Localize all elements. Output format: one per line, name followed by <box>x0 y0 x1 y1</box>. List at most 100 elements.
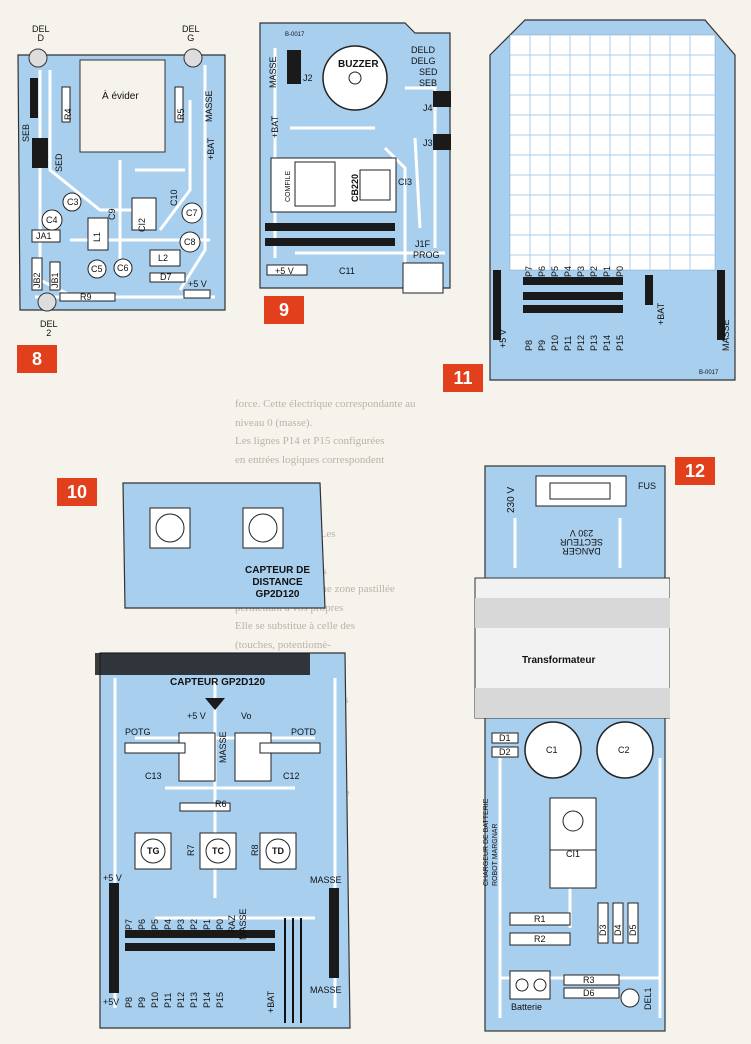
label-ci1: CI1 <box>566 849 581 859</box>
port-bottom-4: P12 <box>576 334 586 351</box>
port-bottom-3: P11 <box>563 335 573 351</box>
label-d6: D6 <box>583 988 595 998</box>
label-td: TD <box>272 846 284 856</box>
port-top-7: P0 <box>215 918 225 930</box>
port-bottom-1: P9 <box>137 996 147 1008</box>
label-r1: R1 <box>534 914 546 924</box>
label-masse: MASSE <box>218 731 228 763</box>
label-r9: R9 <box>80 292 92 302</box>
port-top-3: P4 <box>563 265 573 277</box>
label-masse-right: MASSE <box>310 875 342 885</box>
port-top-1: P6 <box>537 265 547 277</box>
port-top-5: P2 <box>189 918 199 930</box>
figure-10-pcb <box>95 482 351 1029</box>
label-seb: SEB <box>21 123 31 142</box>
figure-8-badge: 8 <box>17 345 57 373</box>
figure-10-badge: 10 <box>57 478 97 506</box>
figure-12-pcb <box>474 465 670 1032</box>
label-c7: C7 <box>186 208 198 218</box>
label-tg: TG <box>147 846 160 856</box>
label-d2: D2 <box>499 747 511 757</box>
label-del2: DEL 2 <box>40 319 58 338</box>
ghost-line: Les lignes P14 et P15 configurées <box>235 435 385 447</box>
figure-12-badge: 12 <box>675 457 715 485</box>
label-ci2: CI2 <box>137 217 147 232</box>
label-d4: D4 <box>613 924 623 936</box>
figure-11-pcb <box>489 19 736 381</box>
label-comfile: COMFILE <box>285 170 292 202</box>
port-top-0: P7 <box>124 918 134 930</box>
label-potd: POTD <box>291 727 317 737</box>
figure-9-panel: B-0017 MASSE J2 BUZZER DELD DELG SED SEB… <box>255 18 455 298</box>
port-bottom-7: P15 <box>215 991 225 1008</box>
ghost-line: (touches, potentiomè- <box>235 638 331 651</box>
label-jb2: JB2 <box>32 272 42 288</box>
port-top-2: P5 <box>550 265 560 277</box>
label-j1f: J1F <box>415 239 431 249</box>
port-bottom-2: P10 <box>550 334 560 351</box>
label-plus5v-left: +5 V <box>103 873 122 883</box>
label-bat: +BAT <box>266 990 276 1013</box>
label-raz: RAZ <box>227 915 237 933</box>
label-d5: D5 <box>628 924 638 936</box>
port-bottom-1: P9 <box>537 339 547 351</box>
label-c13: C13 <box>145 771 162 781</box>
label-del1: DEL1 <box>643 987 653 1010</box>
port-top-6: P1 <box>602 265 612 277</box>
label-l1: L1 <box>92 231 102 242</box>
port-bottom-2: P10 <box>150 991 160 1008</box>
label-cb220: CB220 <box>350 173 360 202</box>
label-l2: L2 <box>158 253 169 263</box>
label-j2: J2 <box>303 73 313 83</box>
figure-11-panel: +5 V MASSE +BAT B-0017 P7 P6 P5 P4 P3 P2… <box>485 15 743 385</box>
label-plus5v: +5 V <box>275 266 294 276</box>
label-c8: C8 <box>184 237 196 247</box>
figure-8-pcb <box>17 48 226 312</box>
label-potg: POTG <box>125 727 151 737</box>
figure-11-badge: 11 <box>443 364 483 392</box>
label-d1: D1 <box>499 733 511 743</box>
port-top-4: P3 <box>576 265 586 277</box>
label-seb: SEB <box>419 78 438 88</box>
label-code: B-0017 <box>699 370 719 376</box>
label-masse2: MASSE <box>238 908 248 940</box>
label-c9: C9 <box>107 208 117 220</box>
label-chargeur: CHARGEUR DE BATTERIE ROBOT MARGNAR <box>483 798 499 886</box>
label-bat: +BAT <box>270 115 280 138</box>
label-d7: D7 <box>160 272 172 282</box>
port-bottom-5: P13 <box>589 334 599 351</box>
label-danger: DANGER SECTEUR 230 V <box>560 528 604 556</box>
port-top-2: P5 <box>150 918 160 930</box>
label-r6: R6 <box>215 799 227 809</box>
label-c1: C1 <box>546 745 558 755</box>
label-r2: R2 <box>534 934 546 944</box>
port-top-5: P2 <box>589 265 599 277</box>
label-r5: R5 <box>176 108 186 120</box>
label-sed: SED <box>54 153 64 172</box>
label-c4: C4 <box>46 215 58 225</box>
label-vo: Vo <box>241 711 252 721</box>
label-fus: FUS <box>638 481 656 491</box>
label-sed: SED <box>419 67 438 77</box>
label-batterie: Batterie <box>511 1002 543 1012</box>
label-j4: J4 <box>423 103 433 113</box>
label-c2: C2 <box>618 745 630 755</box>
port-top-1: P6 <box>137 918 147 930</box>
label-capteur: CAPTEUR GP2D120 <box>170 677 266 688</box>
label-c11: C11 <box>339 266 355 276</box>
port-bottom-0: P8 <box>124 996 134 1008</box>
label-r4: R4 <box>63 108 73 120</box>
figure-10-panel: CAPTEUR DE DISTANCE GP2D120 CAPTEUR GP2D… <box>95 478 365 1038</box>
label-plus5v: +5 V <box>188 279 207 289</box>
label-d3: D3 <box>598 924 608 936</box>
label-c10: C10 <box>169 189 179 206</box>
ghost-line: Elle se substitue à celle des <box>235 620 356 632</box>
label-ja1: JA1 <box>36 231 52 241</box>
label-plus5v-left2: +5V <box>103 997 120 1007</box>
label-buzzer: BUZZER <box>338 59 379 70</box>
label-a-evider: À évider <box>102 91 139 102</box>
label-ci3: CI3 <box>398 177 413 187</box>
label-masse: MASSE <box>204 90 214 122</box>
ghost-line: niveau 0 (masse). <box>235 416 313 429</box>
label-tc: TC <box>212 846 224 856</box>
